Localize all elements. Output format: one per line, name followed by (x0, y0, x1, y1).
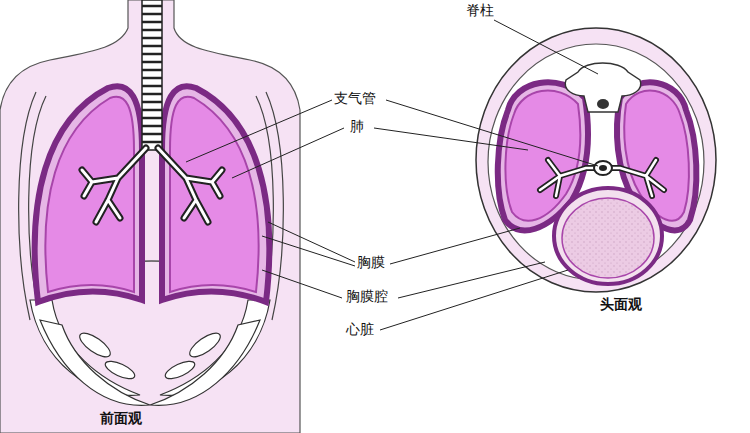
part-label: 支气管 (334, 90, 376, 107)
front-view (0, 0, 300, 433)
part-label: 肺 (350, 118, 364, 135)
part-label: 脊柱 (466, 2, 494, 19)
view-caption: 头面观 (600, 296, 642, 313)
leader-lines (186, 20, 598, 330)
cross-section (476, 28, 716, 292)
part-label: 胸膜 (357, 254, 385, 271)
view-caption: 前面观 (100, 410, 142, 427)
part-label: 心脏 (346, 321, 374, 338)
part-label: 胸膜腔 (346, 288, 388, 305)
